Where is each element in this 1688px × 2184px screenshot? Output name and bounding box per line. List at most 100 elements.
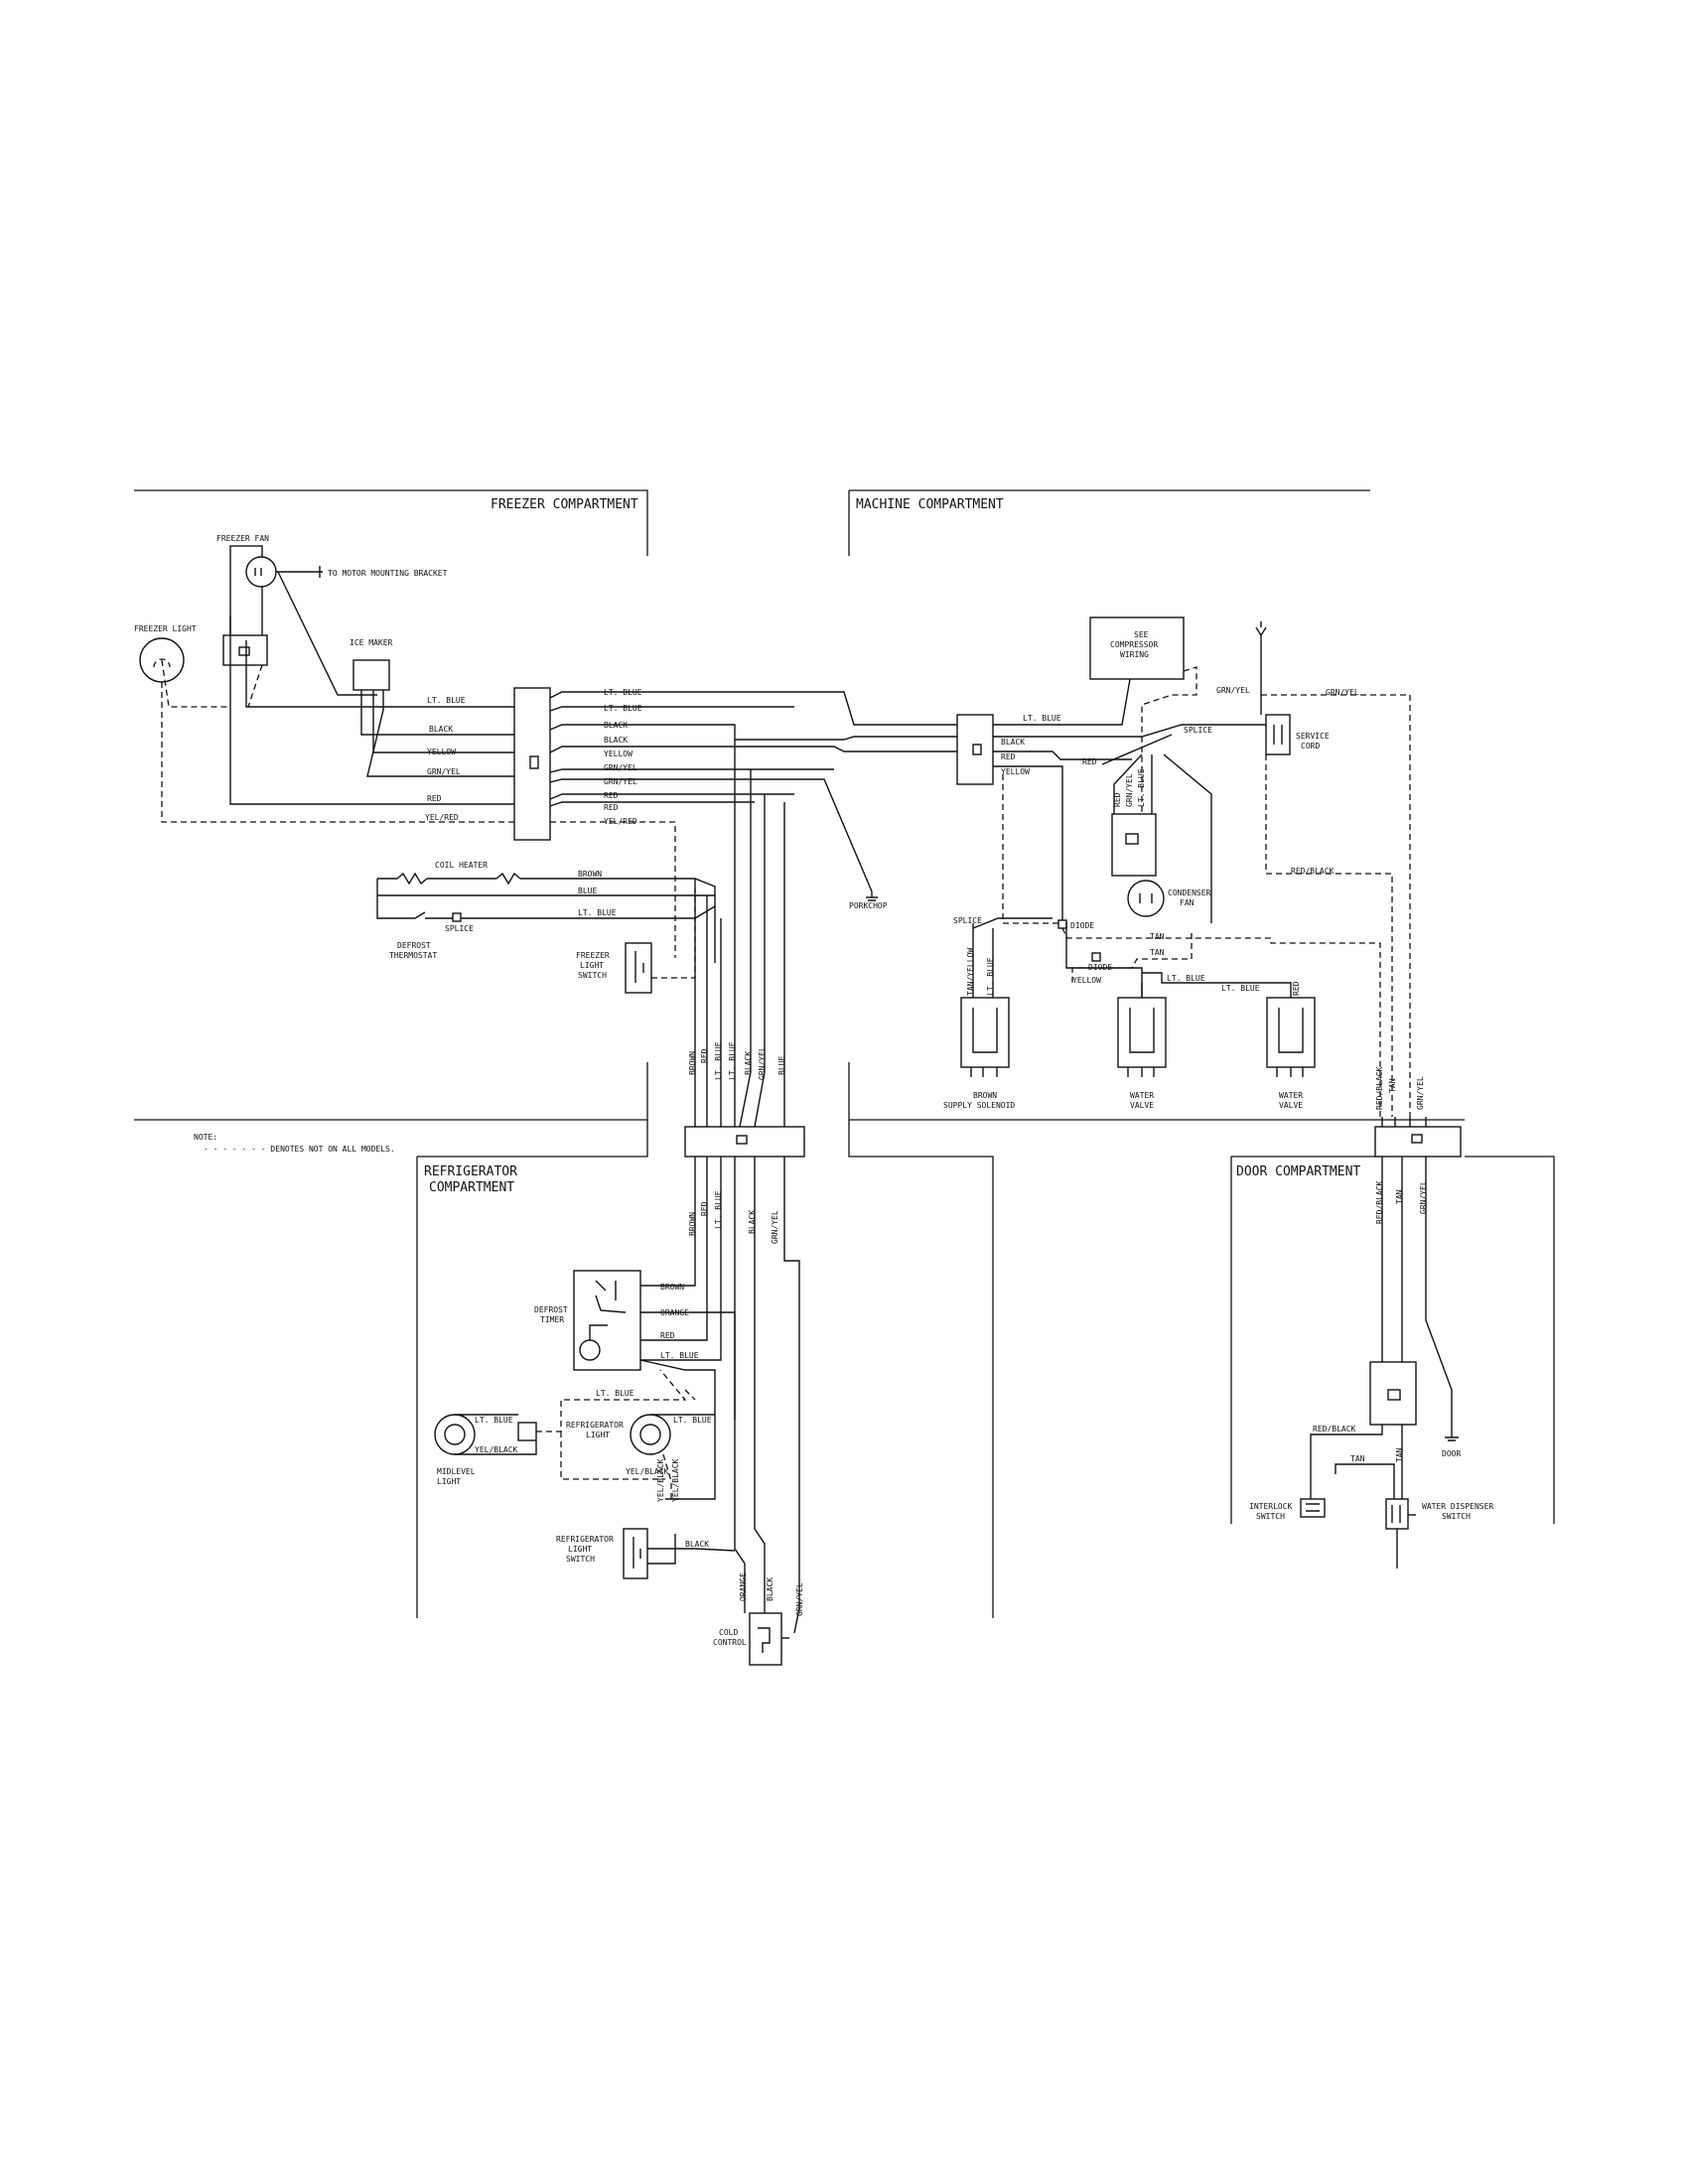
ice-maker (352, 659, 390, 710)
refrigerator-light-switch-label-2: LIGHT (568, 1545, 592, 1554)
wire-label-lt-blue-8: LT. BLUE (1137, 768, 1146, 807)
wire-label-red-1: RED (427, 794, 442, 803)
diode-2 (1091, 952, 1101, 962)
see-compressor-label-3: WIRING (1120, 650, 1149, 659)
water-valve-2-label-2: VALVE (1279, 1101, 1303, 1110)
defrost-timer (573, 1270, 641, 1371)
wire-label-yel-black-3: YEL/BLACK (656, 1458, 665, 1502)
wire-label-lt-blue-5: LT. BLUE (714, 1041, 723, 1080)
water-valve-2-label-1: WATER (1279, 1091, 1303, 1100)
see-compressor-box (1089, 616, 1185, 680)
wire-label-red-5: RED (1001, 752, 1016, 761)
interlock-switch-label-2: SWITCH (1256, 1512, 1285, 1521)
water-valve-1-label-1: WATER (1130, 1091, 1154, 1100)
note-text: - - - - - - - DENOTES NOT ON ALL MODELS. (204, 1145, 395, 1154)
wire-label-lt-blue-1: LT. BLUE (427, 696, 466, 705)
defrost-thermostat-label-2: THERMOSTAT (389, 951, 437, 960)
service-cord (1265, 714, 1291, 755)
wire-label-lt-blue-6: LT. BLUE (728, 1041, 737, 1080)
wire-label-grn-yel-11: GRN/YEL (1419, 1180, 1428, 1214)
splice-label-2: SPLICE (1184, 726, 1212, 735)
wire-label-yellow-4: YELLOW (1072, 976, 1101, 985)
water-dispenser-switch (1385, 1498, 1416, 1569)
freezer-internal-wires (161, 571, 514, 823)
porkchop-label: PORKCHOP (849, 901, 888, 910)
wire-label-lt-blue-3: LT. BLUE (604, 704, 642, 713)
defrost-thermostat-label-1: DEFROST (397, 941, 431, 950)
defrost-timer-label-2: TIMER (540, 1315, 564, 1324)
wire-label-black-1: BLACK (429, 725, 453, 734)
coil-heater-label: COIL HEATER (435, 861, 488, 870)
refrigerator-wires (639, 1157, 800, 1634)
freezer-fan-label: FREEZER FAN (216, 534, 269, 543)
wire-label-lt-blue-2: LT. BLUE (604, 688, 642, 697)
supply-solenoid (960, 997, 1010, 1077)
wire-label-grn-yel-8: GRN/YEL (771, 1210, 779, 1244)
wire-label-tan-4: TAN (1395, 1189, 1404, 1204)
refrigerator-compartment-title-line2: COMPARTMENT (429, 1180, 514, 1195)
midlevel-light-label-1: MIDLEVEL (437, 1467, 476, 1476)
interlock-switch-label-1: INTERLOCK (1249, 1502, 1293, 1511)
wire-label-grn-yel-4: GRN/YEL (758, 1046, 767, 1080)
wire-label-grn-yel-1: GRN/YEL (427, 767, 461, 776)
wire-label-red-3: RED (604, 803, 619, 812)
wire-label-lt-blue-7: LT. BLUE (1023, 714, 1061, 723)
service-cord-label-2: CORD (1301, 742, 1320, 751)
water-dispenser-switch-label-1: WATER DISPENSER (1422, 1502, 1493, 1511)
condenser-fan-label-2: FAN (1180, 898, 1195, 907)
refrigerator-light-label-2: LIGHT (586, 1431, 610, 1439)
wire-label-lt-blue-12: LT. BLUE (714, 1190, 723, 1229)
condenser-fan-label-1: CONDENSER (1168, 888, 1211, 897)
refrigerator-light (536, 1369, 715, 1499)
diode-label-1: DIODE (1070, 921, 1094, 930)
trunk-wires-to-refrigerator (694, 740, 785, 1128)
wire-label-red-7: RED (1113, 792, 1122, 807)
wire-label-lt-blue-16: LT. BLUE (673, 1416, 712, 1425)
wire-label-black-6: BLACK (748, 1210, 757, 1234)
splice-label-1: SPLICE (445, 924, 474, 933)
machine-wires (993, 621, 1411, 1117)
wire-label-black-4: BLACK (744, 1051, 753, 1075)
freezer-light-label: FREEZER LIGHT (134, 624, 197, 633)
cold-control-label-1: COLD (719, 1628, 738, 1637)
door-ground-icon (1445, 1430, 1459, 1441)
wire-label-red-black-1: RED/BLACK (1291, 867, 1335, 876)
wire-label-red-10: RED (660, 1331, 675, 1340)
door-connector (1374, 1126, 1462, 1158)
wire-label-tan-3: TAN (1388, 1078, 1397, 1093)
wire-label-lt-blue-9: LT. BLUE (986, 957, 995, 996)
water-valve-1-label-2: VALVE (1130, 1101, 1154, 1110)
wire-label-black-7: BLACK (685, 1540, 709, 1549)
wire-label-red-9: RED (700, 1201, 709, 1216)
wire-label-blue-1: BLUE (578, 887, 597, 895)
wire-label-tan-2: TAN (1150, 948, 1165, 957)
wire-label-black-8: BLACK (766, 1577, 774, 1601)
see-compressor-label-1: SEE (1134, 630, 1149, 639)
midlevel-light (434, 1414, 537, 1455)
wire-label-grn-yel-10: GRN/YEL (1416, 1076, 1425, 1110)
wire-label-orange-1: ORANGE (660, 1308, 689, 1317)
supply-solenoid-label-1: BROWN (973, 1091, 997, 1100)
coil-heater (376, 872, 716, 963)
wire-label-yellow-3: YELLOW (1001, 767, 1030, 776)
wire-label-brown-4: BROWN (660, 1283, 684, 1292)
wire-label-grn-yel-9: GRN/YEL (795, 1582, 804, 1616)
freezer-light-switch (625, 888, 696, 994)
wire-label-yellow-1: YELLOW (427, 748, 456, 756)
wire-label-red-black-2: RED/BLACK (1375, 1066, 1384, 1110)
wire-label-yel-black-4: YEL/BLACK (671, 1458, 680, 1502)
wire-label-red-6: RED (1082, 757, 1097, 766)
service-cord-label-1: SERVICE (1296, 732, 1330, 741)
splice-label-3: SPLICE (953, 916, 982, 925)
wire-label-lt-blue-10: LT. BLUE (1167, 974, 1205, 983)
wire-label-brown-3: BROWN (688, 1212, 697, 1236)
refrigerator-connector (684, 1126, 805, 1158)
wire-label-grn-yel-7: GRN/YEL (1125, 773, 1134, 807)
midlevel-light-label-2: LIGHT (437, 1477, 461, 1486)
section-frames (134, 489, 1555, 1618)
machine-compartment-title: MACHINE COMPARTMENT (856, 497, 1004, 512)
machine-connector (956, 714, 994, 785)
wire-label-red-8: RED (1292, 981, 1301, 996)
refrigerator-light-switch-label-3: SWITCH (566, 1555, 595, 1564)
door-wires (1310, 1117, 1453, 1504)
